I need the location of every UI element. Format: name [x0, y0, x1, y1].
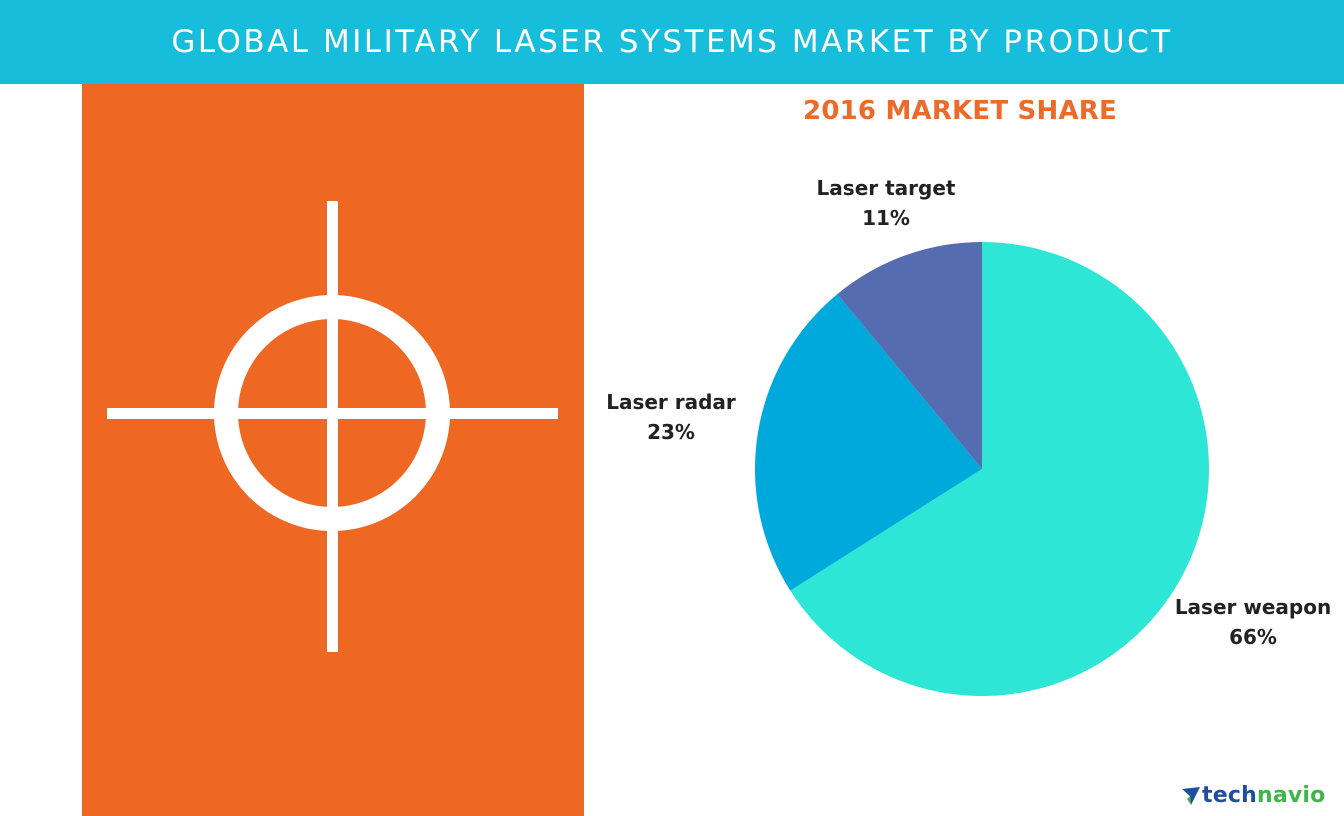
chart-title: 2016 MARKET SHARE [803, 96, 1117, 126]
label-laser-radar-value: 23% [647, 420, 695, 444]
pie-slice-laser-target [837, 242, 982, 469]
pie-slice-laser-weapon [790, 242, 1209, 696]
label-laser-target-value: 11% [862, 206, 910, 230]
label-laser-target: Laser target 11% [806, 173, 966, 233]
logo-wordmark: technavio [1202, 783, 1326, 808]
page-title: GLOBAL MILITARY LASER SYSTEMS MARKET BY … [171, 24, 1173, 60]
label-laser-weapon-name: Laser weapon [1174, 595, 1332, 619]
label-laser-radar: Laser radar 23% [596, 387, 746, 447]
technavio-logo: technavio [1180, 783, 1325, 808]
header-banner: GLOBAL MILITARY LASER SYSTEMS MARKET BY … [0, 0, 1344, 84]
technavio-arrow-icon [1182, 786, 1200, 805]
label-laser-radar-name: Laser radar [606, 390, 736, 414]
label-laser-weapon-value: 66% [1229, 625, 1277, 649]
pie-slice-laser-radar [754, 294, 982, 591]
label-laser-weapon: Laser weapon 66% [1170, 592, 1336, 652]
label-laser-target-name: Laser target [816, 176, 956, 200]
